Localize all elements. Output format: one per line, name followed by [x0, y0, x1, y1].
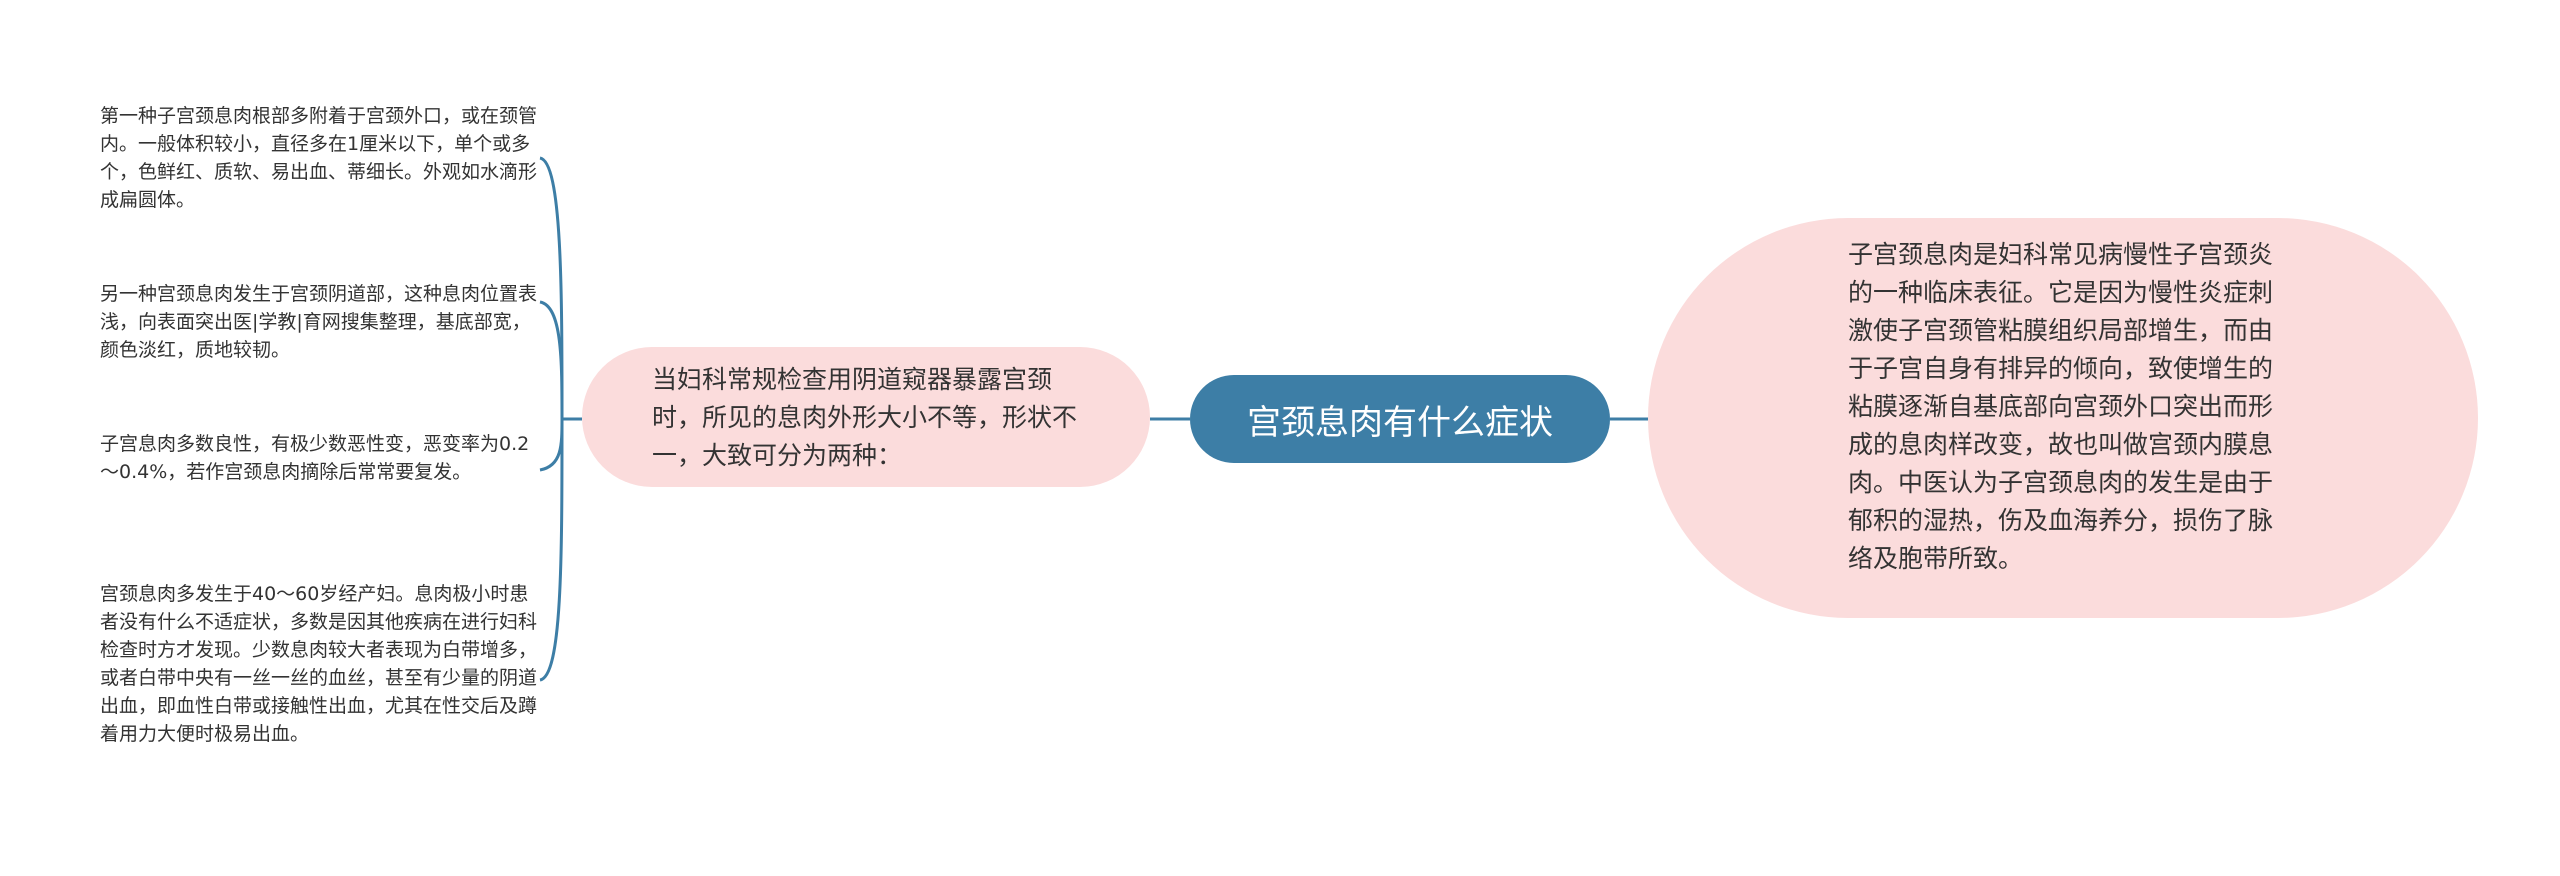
connector-leaf-4: [539, 418, 564, 682]
connector-leaf-3: [539, 418, 564, 472]
leaf-node-4[interactable]: 宫颈息肉多发生于40～60岁经产妇。息肉极小时患者没有什么不适症状，多数是因其他…: [100, 580, 540, 748]
connector-leaf-2: [539, 300, 564, 420]
root-topic-label: 宫颈息肉有什么症状: [1247, 402, 1553, 443]
right-branch-text: 子宫颈息肉是妇科常见病慢性子宫颈炎的一种临床表征。它是因为慢性炎症刺激使子宫颈管…: [1848, 240, 2274, 573]
leaf-node-1[interactable]: 第一种子宫颈息肉根部多附着于宫颈外口，或在颈管内。一般体积较小，直径多在1厘米以…: [100, 102, 540, 214]
leaf-node-2[interactable]: 另一种宫颈息肉发生于宫颈阴道部，这种息肉位置表浅，向表面突出医|学教|育网搜集整…: [100, 280, 540, 364]
leaf-text: 另一种宫颈息肉发生于宫颈阴道部，这种息肉位置表浅，向表面突出医|学教|育网搜集整…: [100, 283, 538, 361]
right-branch-node[interactable]: 子宫颈息肉是妇科常见病慢性子宫颈炎的一种临床表征。它是因为慢性炎症刺激使子宫颈管…: [1648, 218, 2478, 618]
leaf-text: 第一种子宫颈息肉根部多附着于宫颈外口，或在颈管内。一般体积较小，直径多在1厘米以…: [100, 105, 538, 211]
leaf-node-3[interactable]: 子宫息肉多数良性，有极少数恶性变，恶变率为0.2～0.4%，若作宫颈息肉摘除后常…: [100, 430, 540, 486]
leaf-text: 子宫息肉多数良性，有极少数恶性变，恶变率为0.2～0.4%，若作宫颈息肉摘除后常…: [100, 433, 530, 483]
left-branch-text: 当妇科常规检查用阴道窥器暴露宫颈时，所见的息肉外形大小不等，形状不一，大致可分为…: [652, 365, 1078, 470]
root-topic[interactable]: 宫颈息肉有什么症状: [1190, 375, 1610, 463]
left-branch-node[interactable]: 当妇科常规检查用阴道窥器暴露宫颈时，所见的息肉外形大小不等，形状不一，大致可分为…: [582, 347, 1150, 487]
connector-leaf-1: [539, 156, 564, 420]
leaf-text: 宫颈息肉多发生于40～60岁经产妇。息肉极小时患者没有什么不适症状，多数是因其他…: [100, 583, 538, 745]
